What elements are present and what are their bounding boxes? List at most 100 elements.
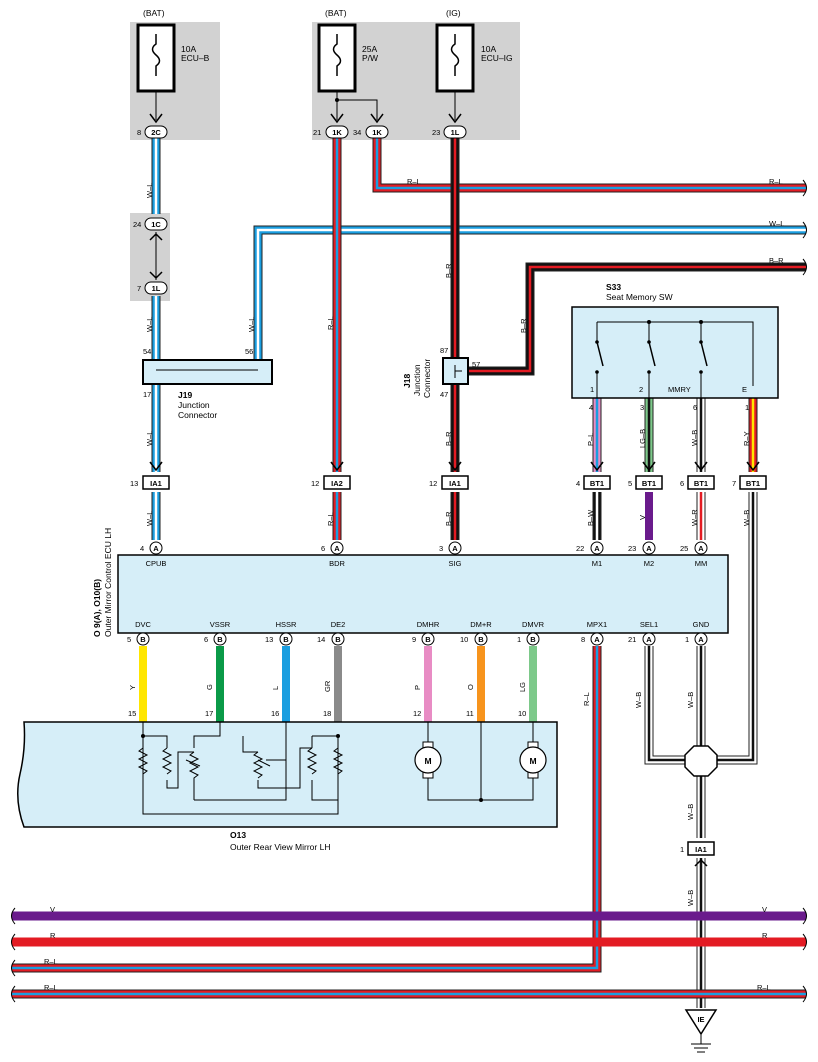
connector-a: A [594,544,600,553]
motor-label: M [529,756,536,766]
pin-number: 6 [680,479,684,488]
component-id: O 9(A), O10(B) [92,579,102,637]
component-name: Junction [412,364,422,396]
component-name: Connector [178,410,217,420]
component-name: Outer Mirror Control ECU LH [103,528,113,637]
wire-label: W–L [145,183,154,198]
wire-label: W–B [686,890,695,906]
arrow-chevrons [149,113,760,867]
connector-1k: 1K [372,128,382,137]
j18-junction-connector: 87 57 47 J18 Junction Connector [402,346,480,399]
wire-label: B–W [586,509,595,526]
s33-seat-memory-switch: S33 Seat Memory SW 1 2 MMRY E 4 3 6 1 [571,282,779,412]
motor-label: M [424,756,431,766]
pin-number: 25 [680,544,688,553]
ecu-terminal: SEL1 [640,620,658,629]
connector-2c: 2C [151,128,161,137]
wire-label: W–B [742,510,751,526]
connector-bt1: BT1 [694,479,708,488]
pin-number: 12 [413,709,421,718]
ground-ie [684,1009,718,1053]
wire-label: V [638,515,647,520]
connector-b: B [530,635,536,644]
splice-octagon [684,745,718,777]
wire-label: B–R [444,511,453,526]
switch-terminal: MMRY [668,385,691,394]
connector-b: B [425,635,431,644]
wire-label: R–Y [742,431,751,446]
connector-a: A [334,544,340,553]
wire-label: R–L [44,983,58,992]
pin-number: 17 [143,390,151,399]
switch-terminal: 2 [639,385,643,394]
ecu-terminal: BDR [329,559,345,568]
fuse-rating: 10A [181,44,196,54]
pin-number: 23 [628,544,636,553]
wire-label: LG [518,682,527,692]
pin-number: 4 [576,479,580,488]
pin-number: 13 [130,479,138,488]
pin-number: 21 [313,128,321,137]
connector-1k: 1K [332,128,342,137]
pin-number: 1 [517,635,521,644]
inline-connectors [142,475,767,856]
pin-number: 4 [589,403,593,412]
fuse-rating: 25A [362,44,377,54]
pin-number: 54 [143,347,151,356]
connector-a: A [698,544,704,553]
pin-number: 1 [685,635,689,644]
switch-terminal: 1 [590,385,594,394]
pin-number: 6 [321,544,325,553]
wire-label: R–L [757,983,771,992]
fuse-rating: 10A [481,44,496,54]
wire-label: W–L [145,511,154,526]
pin-number: 12 [311,479,319,488]
connector-bt1: BT1 [590,479,604,488]
wire-label: GR [323,680,332,692]
fuse-source-label: (BAT) [325,8,347,18]
component-name: Outer Rear View Mirror LH [230,842,330,852]
fuse-element-icon [151,34,161,76]
wire-label: G [205,684,214,690]
wire-w-l-branch [253,225,806,360]
pin-number: 6 [204,635,208,644]
ecu-terminal: DE2 [331,620,346,629]
ecu-terminal: M1 [592,559,602,568]
pin-number: 57 [472,360,480,369]
pin-number: 7 [137,284,141,293]
wire-label: W–L [145,317,154,332]
pin-number: 11 [466,709,474,718]
wire-label: R–L [326,316,335,330]
fuse-name: ECU–B [181,53,210,63]
switch-terminal: E [742,385,747,394]
pin-number: 10 [460,635,468,644]
wire-label: W–B [686,804,695,820]
pin-number: 22 [576,544,584,553]
pin-number: 8 [137,128,141,137]
wire-label: B–R [444,263,453,278]
wire-label: R [50,931,56,940]
connector-a: A [646,544,652,553]
pin-number: 6 [693,403,697,412]
wire-label: W–L [145,431,154,446]
connector-1c: 1C [151,220,161,229]
pin-number: 87 [440,346,448,355]
wire-label: W–B [634,692,643,708]
pin-number: 24 [133,220,141,229]
wire-label: W–B [690,430,699,446]
pin-number: 18 [323,709,331,718]
ecu-terminal: M2 [644,559,654,568]
component-name: Seat Memory SW [606,292,673,302]
wire-label: R–L [769,177,783,186]
wire-label: B–R [769,256,784,265]
j19-junction-connector: 54 56 17 J19 Junction Connector [142,347,273,420]
ecu-terminal: HSSR [276,620,297,629]
component-name: Junction [178,400,210,410]
connector-b: B [335,635,341,644]
connector-ia1: IA1 [449,479,461,488]
connector-a: A [594,635,600,644]
bus-break-marks [11,179,807,1003]
pin-number: 3 [439,544,443,553]
connector-b: B [283,635,289,644]
